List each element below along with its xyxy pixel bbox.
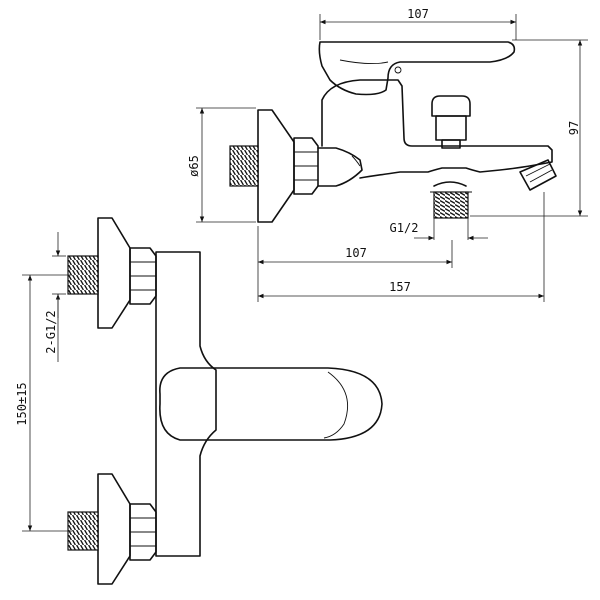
side-outlet-thread <box>433 191 469 219</box>
dim-outlet-thread-label: G1/2 <box>390 221 419 235</box>
dim-top-width-label: 107 <box>407 7 429 21</box>
side-lever-handle <box>318 41 516 96</box>
dim-centers-label: 150±15 <box>15 382 29 425</box>
dim-spout-reach-label: 107 <box>345 246 367 260</box>
front-body <box>155 251 217 557</box>
side-body <box>321 79 553 179</box>
front-lower-inlet-thread <box>67 511 99 551</box>
dim-height-label: 97 <box>567 121 581 135</box>
side-spout-nozzle <box>519 159 557 191</box>
dim-total-reach-label: 157 <box>389 280 411 294</box>
side-inlet-thread <box>229 145 259 187</box>
dim-inlet-thread-label: 2-G1/2 <box>44 310 58 353</box>
dim-diameter-label: ø65 <box>187 155 201 177</box>
front-lower-flange <box>97 473 131 585</box>
side-view-dimensions: 107 97 ø65 G1/2 107 157 <box>187 7 588 302</box>
side-view <box>229 41 557 223</box>
side-body-connector <box>317 147 363 187</box>
front-view <box>67 217 383 585</box>
side-wall-flange <box>257 109 295 223</box>
side-diverter-knob <box>431 95 471 117</box>
front-upper-inlet-thread <box>67 255 99 295</box>
front-view-dimensions: 2-G1/2 150±15 <box>15 232 72 532</box>
front-upper-flange <box>97 217 131 329</box>
front-lever-handle <box>159 367 383 441</box>
